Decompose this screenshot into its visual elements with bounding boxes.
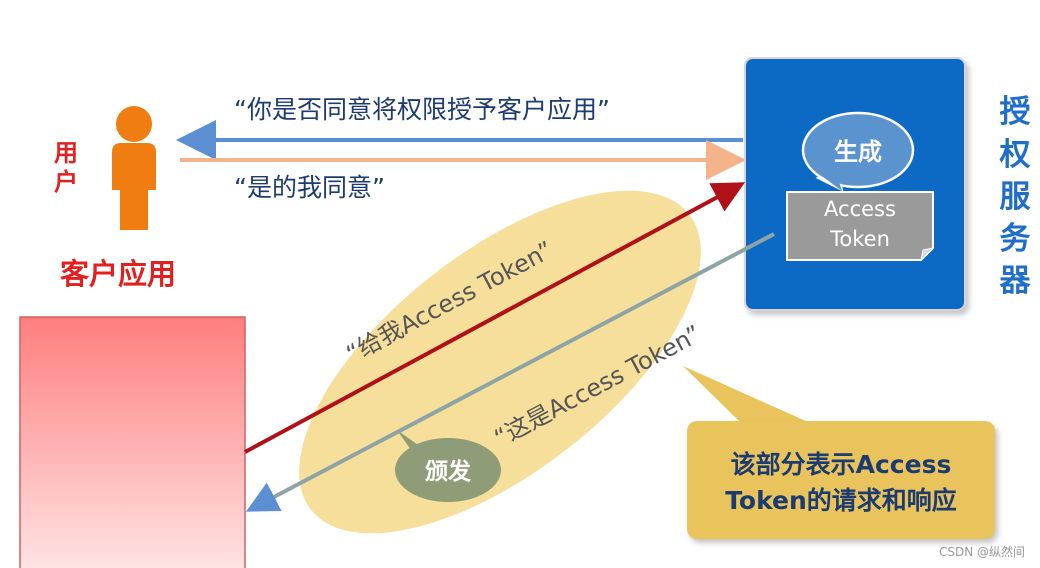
user-figure-icon bbox=[112, 106, 156, 230]
token-label-line2: Token bbox=[829, 227, 890, 251]
note-line1: 该部分表示Access bbox=[731, 450, 952, 479]
note-line2: Token的请求和响应 bbox=[725, 486, 957, 515]
highlight-ellipse bbox=[299, 190, 701, 534]
user-label-line2: 户 bbox=[54, 168, 78, 196]
token-response-arrow bbox=[245, 232, 775, 512]
note-callout: 该部分表示Access Token的请求和响应 bbox=[683, 366, 995, 539]
consent-request-text: “你是否同意将权限授予客户应用” bbox=[234, 95, 610, 124]
generate-bubble-text: 生成 bbox=[834, 138, 882, 166]
token-label-line1: Access bbox=[824, 197, 896, 221]
access-token-card: Access Token bbox=[786, 191, 935, 262]
generate-bubble: 生成 bbox=[801, 111, 915, 192]
watermark: CSDN @纵然间 bbox=[939, 544, 1025, 559]
client-app-label: 客户应用 bbox=[60, 257, 176, 291]
token-request-arrow bbox=[244, 182, 746, 454]
svg-text:务: 务 bbox=[1000, 221, 1031, 257]
svg-text:服: 服 bbox=[1000, 179, 1031, 215]
user-label-line1: 用 bbox=[54, 139, 78, 167]
svg-text:器: 器 bbox=[999, 263, 1032, 299]
issue-bubble-text: 颁发 bbox=[425, 458, 471, 485]
svg-text:授: 授 bbox=[1000, 94, 1031, 130]
consent-reply-text: “是的我同意” bbox=[234, 173, 385, 202]
server-title: 授 权 服 务 器 bbox=[999, 94, 1032, 299]
issue-bubble: 颁发 bbox=[395, 430, 501, 502]
client-app-box bbox=[19, 316, 246, 568]
svg-text:权: 权 bbox=[999, 137, 1031, 173]
